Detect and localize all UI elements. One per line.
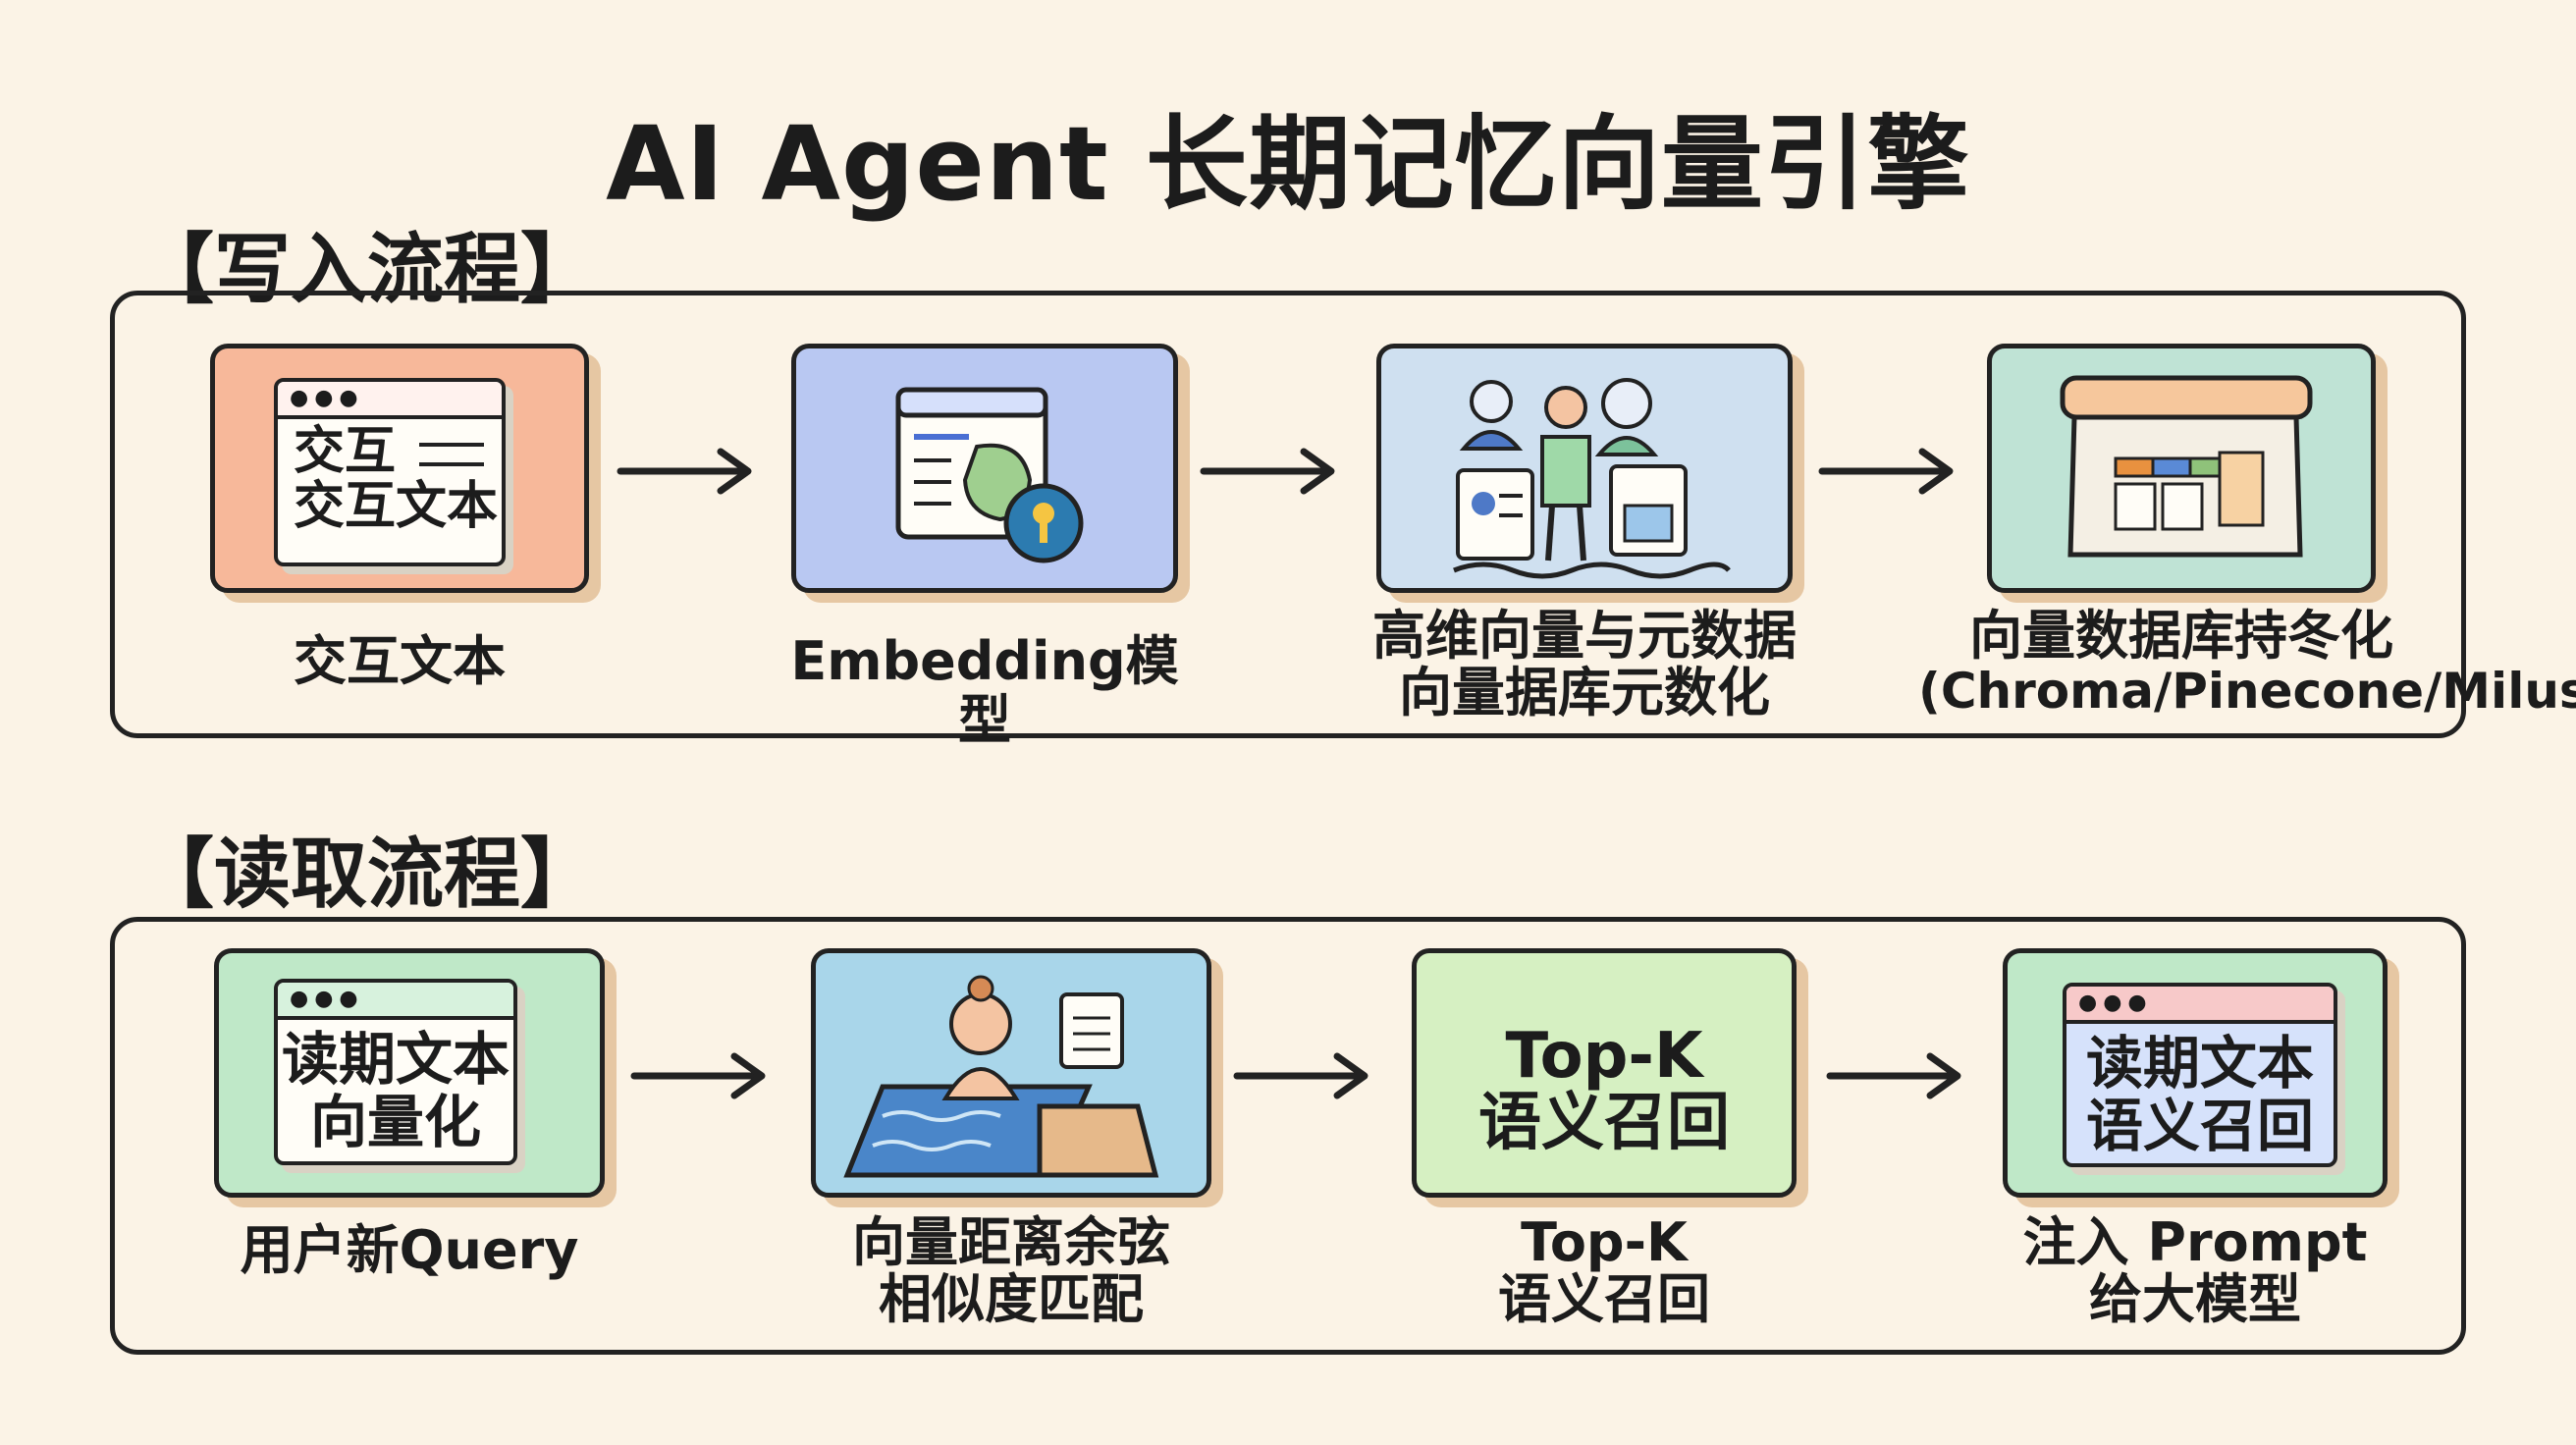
- vector-match-icon: [843, 975, 1159, 1178]
- read-step-4-label-line-1: 注入 Prompt: [2022, 1211, 2368, 1273]
- prompt-window-icon: ●●● 读期文本 语义召回: [2063, 983, 2337, 1167]
- database-icon: [2060, 375, 2313, 558]
- window-text-line-1: 交互: [294, 422, 397, 481]
- write-step-vector-card: [1376, 344, 1793, 593]
- window-title-bar: ●●●: [278, 382, 502, 419]
- arrow-icon: [630, 1052, 766, 1099]
- window-title-bar: ●●●: [2066, 987, 2334, 1024]
- people-data-icon: [1453, 378, 1731, 579]
- query-window-line-2: 向量化: [309, 1089, 481, 1155]
- arrow-icon: [1233, 1052, 1368, 1099]
- topk-card-line-1: Top-K: [1505, 1020, 1703, 1093]
- window-text-line-2: 交互文本: [294, 477, 499, 536]
- prompt-window-line-2: 语义召回: [2085, 1093, 2314, 1159]
- read-step-1-label: 用户新Query: [240, 1219, 579, 1281]
- read-step-2-label-line-2: 相似度匹配: [879, 1268, 1144, 1330]
- read-flow-panel: [110, 917, 2466, 1355]
- arrow-icon: [617, 448, 752, 495]
- read-step-match-card: [811, 948, 1211, 1198]
- write-step-2-label: Embedding模型: [790, 630, 1179, 752]
- write-step-3-label-line-1: 高维向量与元数据: [1372, 605, 1797, 667]
- read-step-3-label-line-2: 语义召回: [1498, 1268, 1710, 1330]
- read-step-4-label-line-2: 给大模型: [2089, 1268, 2301, 1330]
- window-title-bar: ●●●: [278, 983, 513, 1020]
- window-icon: ●●● 交互 交互文本: [274, 378, 506, 566]
- embedding-doc-icon: [895, 387, 1084, 563]
- write-step-4-label-line-2: (Chroma/Pinecone/Milus): [1918, 663, 2576, 720]
- text-lines-icon: [419, 443, 484, 466]
- write-step-4-label-line-1: 向量数据库持冬化: [1969, 605, 2393, 667]
- window-dots-icon: ●●●: [290, 987, 364, 1011]
- write-step-text-card: ●●● 交互 交互文本: [210, 344, 589, 593]
- write-step-database-card: [1987, 344, 2376, 593]
- query-window-icon: ●●● 读期文本 向量化: [274, 979, 517, 1165]
- arrow-icon: [1826, 1052, 1961, 1099]
- query-window-line-1: 读期文本: [281, 1026, 510, 1093]
- topk-card-line-2: 语义召回: [1478, 1087, 1730, 1159]
- window-dots-icon: ●●●: [290, 386, 364, 410]
- window-dots-icon: ●●●: [2078, 990, 2153, 1015]
- read-step-prompt-card: ●●● 读期文本 语义召回: [2003, 948, 2388, 1198]
- prompt-window-line-1: 读期文本: [2085, 1030, 2314, 1097]
- read-step-query-card: ●●● 读期文本 向量化: [214, 948, 605, 1198]
- read-step-3-label-line-1: Top-K: [1521, 1211, 1688, 1273]
- write-step-3-label-line-2: 向量据库元数化: [1399, 662, 1770, 723]
- page-title: AI Agent 长期记忆向量引擎: [606, 104, 1970, 224]
- write-step-1-label: 交互文本: [294, 630, 506, 692]
- read-step-topk-card: Top-K 语义召回: [1412, 948, 1797, 1198]
- read-step-2-label-line-1: 向量距离余弦: [852, 1211, 1170, 1273]
- read-flow-label: 【读取流程】: [137, 830, 598, 919]
- arrow-icon: [1818, 448, 1954, 495]
- write-flow-label: 【写入流程】: [137, 226, 598, 314]
- write-flow-panel: [110, 291, 2466, 738]
- write-step-embedding-card: [791, 344, 1178, 593]
- arrow-icon: [1200, 448, 1335, 495]
